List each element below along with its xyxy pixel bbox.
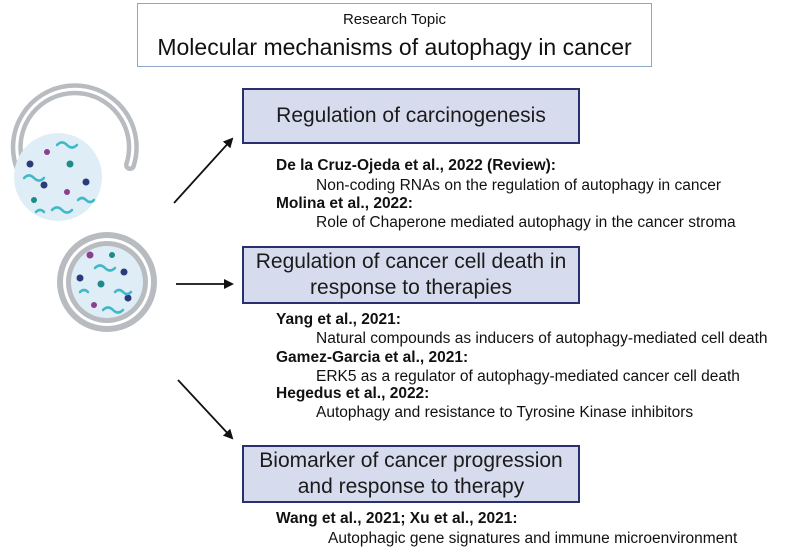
- research-topic-label: Research Topic: [342, 11, 447, 28]
- reference-citation: Gamez-Garcia et al., 2021:: [276, 349, 469, 366]
- reference-description: Natural compounds as inducers of autopha…: [316, 330, 768, 347]
- reference-citation: Yang et al., 2021:: [276, 311, 401, 328]
- reference-citation: De la Cruz-Ojeda et al., 2022 (Review):: [276, 157, 556, 174]
- reference-description: Autophagic gene signatures and immune mi…: [328, 530, 738, 547]
- arrow-to-carcinogenesis: [173, 137, 234, 204]
- reference-description: Autophagy and resistance to Tyrosine Kin…: [316, 404, 694, 421]
- reference-description: Non-coding RNAs on the regulation of aut…: [316, 177, 721, 194]
- phagophore-icon: [10, 83, 139, 221]
- theme-title-line: Biomarker of cancer progression: [259, 449, 563, 472]
- reference-description: ERK5 as a regulator of autophagy-mediate…: [316, 368, 740, 385]
- reference-citation: Hegedus et al., 2022:: [276, 385, 430, 402]
- research-topic-title: Molecular mechanisms of autophagy in can…: [157, 34, 632, 60]
- theme-title-line: Regulation of carcinogenesis: [276, 104, 546, 127]
- theme-box-cell-death: Regulation of cancer cell death in respo…: [242, 246, 580, 304]
- autophagosome-icon: [57, 232, 157, 332]
- reference-citation: Wang et al., 2021; Xu et al., 2021:: [276, 510, 518, 527]
- theme-box-biomarker: Biomarker of cancer progression and resp…: [242, 445, 580, 503]
- theme-box-carcinogenesis: Regulation of carcinogenesis: [242, 88, 580, 144]
- reference-citation: Molina et al., 2022:: [276, 195, 413, 212]
- reference-description: Role of Chaperone mediated autophagy in …: [316, 214, 736, 231]
- theme-title-line: and response to therapy: [297, 475, 525, 498]
- arrow-to-biomarker: [177, 379, 234, 440]
- theme-title-line: Regulation of cancer cell death in: [255, 250, 567, 273]
- theme-title-line: response to therapies: [310, 276, 512, 299]
- research-topic-box: Research Topic Molecular mechanisms of a…: [137, 3, 652, 67]
